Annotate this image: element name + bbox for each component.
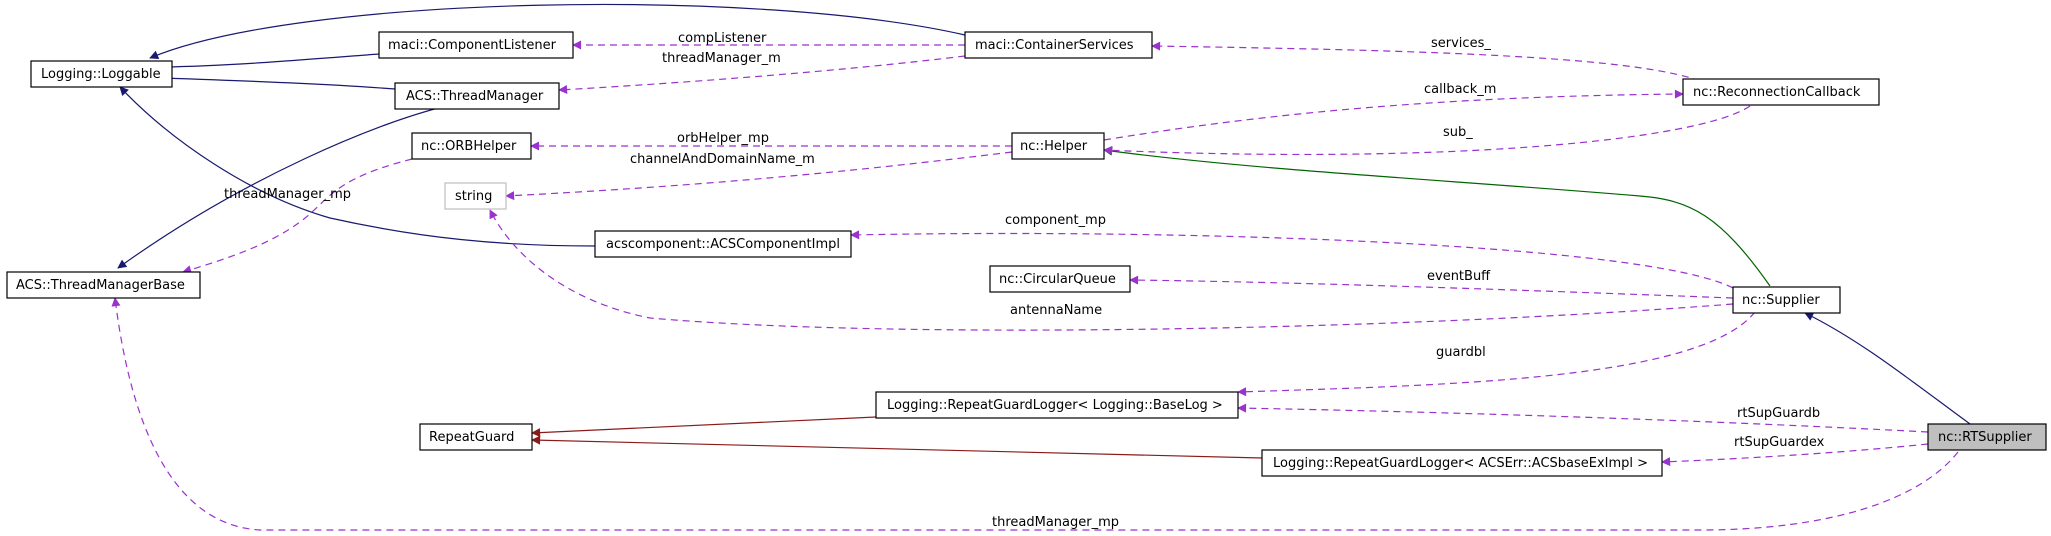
edge-label-component-mp: component_mp — [1005, 213, 1106, 228]
node-label-nc-reconnectioncallback: nc::ReconnectionCallback — [1693, 85, 1861, 100]
edge-containerservices-to-threadmanager — [558, 55, 966, 95]
edge-label-orbhelper-mp: orbHelper_mp — [677, 131, 769, 146]
node-label-nc-helper: nc::Helper — [1020, 139, 1088, 154]
edge-rtsupplier-to-supplier — [1804, 312, 1971, 425]
node-label-acscomponent-acscomponentimpl: acscomponent::ACSComponentImpl — [606, 237, 840, 252]
edge-label-complistener: compListener — [678, 31, 767, 46]
edge-acscomponentimpl-to-loggable — [119, 86, 596, 247]
node-label-nc-supplier: nc::Supplier — [1742, 293, 1820, 308]
edge-reconnection-to-containerservices — [1151, 41, 1701, 82]
edge-threadmanager-to-threadmanagerbase — [117, 103, 456, 269]
edge-label-antennaname: antennaName — [1010, 303, 1102, 318]
node-maci-containerservices[interactable]: maci::ContainerServices — [964, 31, 1153, 59]
node-nc-circularqueue[interactable]: nc::CircularQueue — [989, 265, 1131, 293]
node-label-maci-componentlistener: maci::ComponentListener — [388, 38, 557, 53]
node-label-acs-threadmanager: ACS::ThreadManager — [406, 89, 544, 104]
edge-orbhelper-to-threadmanagerbase — [182, 158, 413, 275]
node-nc-orbhelper[interactable]: nc::ORBHelper — [411, 132, 532, 160]
node-nc-supplier[interactable]: nc::Supplier — [1732, 286, 1841, 314]
edge-rtsupplier-to-threadmanagerbase — [111, 297, 1959, 531]
edge-supplier-to-acscomponentimpl — [850, 230, 1734, 289]
edge-helper-to-string — [505, 151, 1013, 201]
node-label-maci-containerservices: maci::ContainerServices — [975, 38, 1134, 53]
edge-threadmanager-to-loggable — [162, 73, 396, 90]
edge-label-threadmanager-mp-orb: threadManager_mp — [224, 187, 351, 202]
edge-supplier-to-helper — [1103, 146, 1771, 287]
node-label-logging-loggable: Logging::Loggable — [41, 67, 161, 82]
edge-supplier-to-string — [489, 209, 1734, 331]
edge-rgl-acsbase-to-repeatguard — [531, 435, 1263, 459]
edge-label-services: services_ — [1431, 36, 1491, 51]
edge-label-guardbl: guardbl — [1436, 345, 1486, 360]
edge-label-rtsupguardb: rtSupGuardb — [1737, 406, 1820, 421]
node-label-nc-orbhelper: nc::ORBHelper — [421, 139, 517, 154]
edge-rtsupplier-to-rgl-baselog — [1237, 403, 1929, 433]
node-label-repeatguard: RepeatGuard — [429, 430, 514, 445]
node-nc-reconnectioncallback[interactable]: nc::ReconnectionCallback — [1682, 78, 1880, 106]
edge-componentlistener-to-loggable — [162, 53, 380, 72]
node-label-nc-rtsupplier: nc::RTSupplier — [1938, 430, 2032, 445]
node-label-nc-circularqueue: nc::CircularQueue — [999, 272, 1116, 287]
edge-rtsupplier-to-rgl-acsbase — [1661, 443, 1929, 467]
node-acscomponent-acscomponentimpl[interactable]: acscomponent::ACSComponentImpl — [594, 230, 852, 258]
node-label-acs-threadmanagerbase: ACS::ThreadManagerBase — [16, 278, 185, 293]
node-label-string: string — [455, 189, 492, 204]
node-nc-helper[interactable]: nc::Helper — [1011, 132, 1105, 160]
node-maci-componentlistener[interactable]: maci::ComponentListener — [378, 31, 574, 59]
edge-label-threadmanager-mp-rt: threadManager_mp — [992, 515, 1119, 530]
node-repeatguardlogger-acsbase[interactable]: Logging::RepeatGuardLogger< ACSErr::ACSb… — [1261, 449, 1663, 477]
node-repeatguardlogger-baselog[interactable]: Logging::RepeatGuardLogger< Logging::Bas… — [875, 391, 1239, 419]
edge-label-threadmanager-m: threadManager_m — [662, 51, 781, 66]
edge-label-eventbuff: eventBuff — [1427, 269, 1491, 284]
node-logging-loggable[interactable]: Logging::Loggable — [30, 60, 173, 88]
node-acs-threadmanager[interactable]: ACS::ThreadManager — [394, 82, 560, 110]
edge-label-sub: sub_ — [1443, 125, 1473, 140]
edge-supplier-to-circularqueue — [1129, 275, 1734, 299]
node-string[interactable]: string — [444, 182, 507, 210]
edge-label-callback-m: callback_m — [1424, 82, 1496, 97]
edge-label-channelanddomainname-m: channelAndDomainName_m — [630, 152, 815, 167]
edge-rgl-baselog-to-repeatguard — [531, 416, 877, 438]
edge-reconnection-to-helper — [1103, 105, 1751, 156]
edge-containerservices-to-loggable — [149, 3, 966, 60]
node-label-repeatguardlogger-baselog: Logging::RepeatGuardLogger< Logging::Bas… — [887, 398, 1223, 413]
node-acs-threadmanagerbase[interactable]: ACS::ThreadManagerBase — [6, 271, 201, 299]
edge-helper-to-reconnection — [1103, 89, 1684, 141]
node-nc-rtsupplier[interactable]: nc::RTSupplier — [1927, 423, 2047, 451]
node-repeatguard[interactable]: RepeatGuard — [419, 423, 533, 451]
edge-label-rtsupguardex: rtSupGuardex — [1734, 435, 1825, 450]
edge-supplier-to-rgl-baselog — [1237, 311, 1756, 397]
node-label-repeatguardlogger-acsbase: Logging::RepeatGuardLogger< ACSErr::ACSb… — [1273, 456, 1648, 471]
